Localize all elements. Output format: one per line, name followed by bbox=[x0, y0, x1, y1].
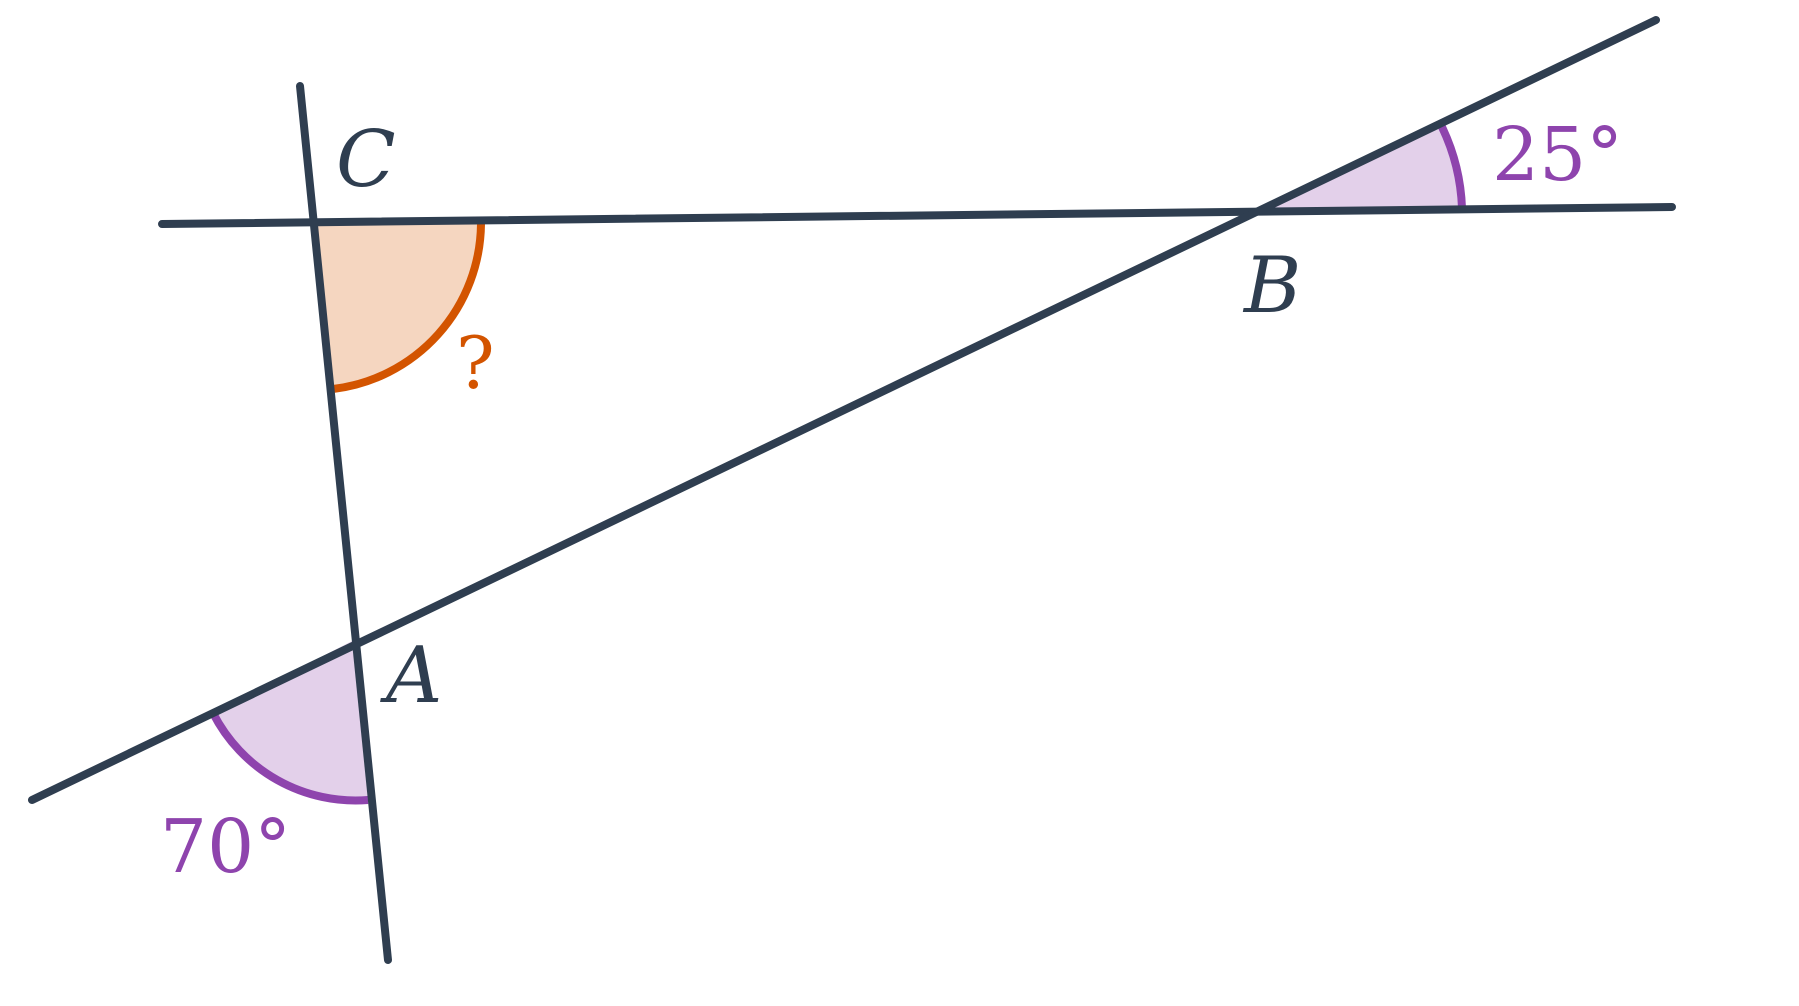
line-through-c-and-b bbox=[158, 203, 1676, 228]
angle-a-sector bbox=[213, 641, 368, 801]
angle-label-a: 70° bbox=[160, 804, 291, 890]
point-label-c: C bbox=[336, 115, 396, 205]
angle-c-arc bbox=[332, 223, 485, 393]
angle-label-c: ? bbox=[456, 321, 495, 405]
angle-c-sector bbox=[313, 222, 481, 389]
angle-b-arc bbox=[1438, 125, 1466, 209]
point-label-b: B bbox=[1242, 241, 1301, 331]
line-through-a-and-b bbox=[28, 16, 1660, 804]
angle-label-b: 25° bbox=[1492, 112, 1623, 198]
point-label-a: A bbox=[380, 631, 442, 721]
angle-a-arc bbox=[209, 711, 369, 805]
line-through-c-and-a bbox=[296, 82, 392, 964]
